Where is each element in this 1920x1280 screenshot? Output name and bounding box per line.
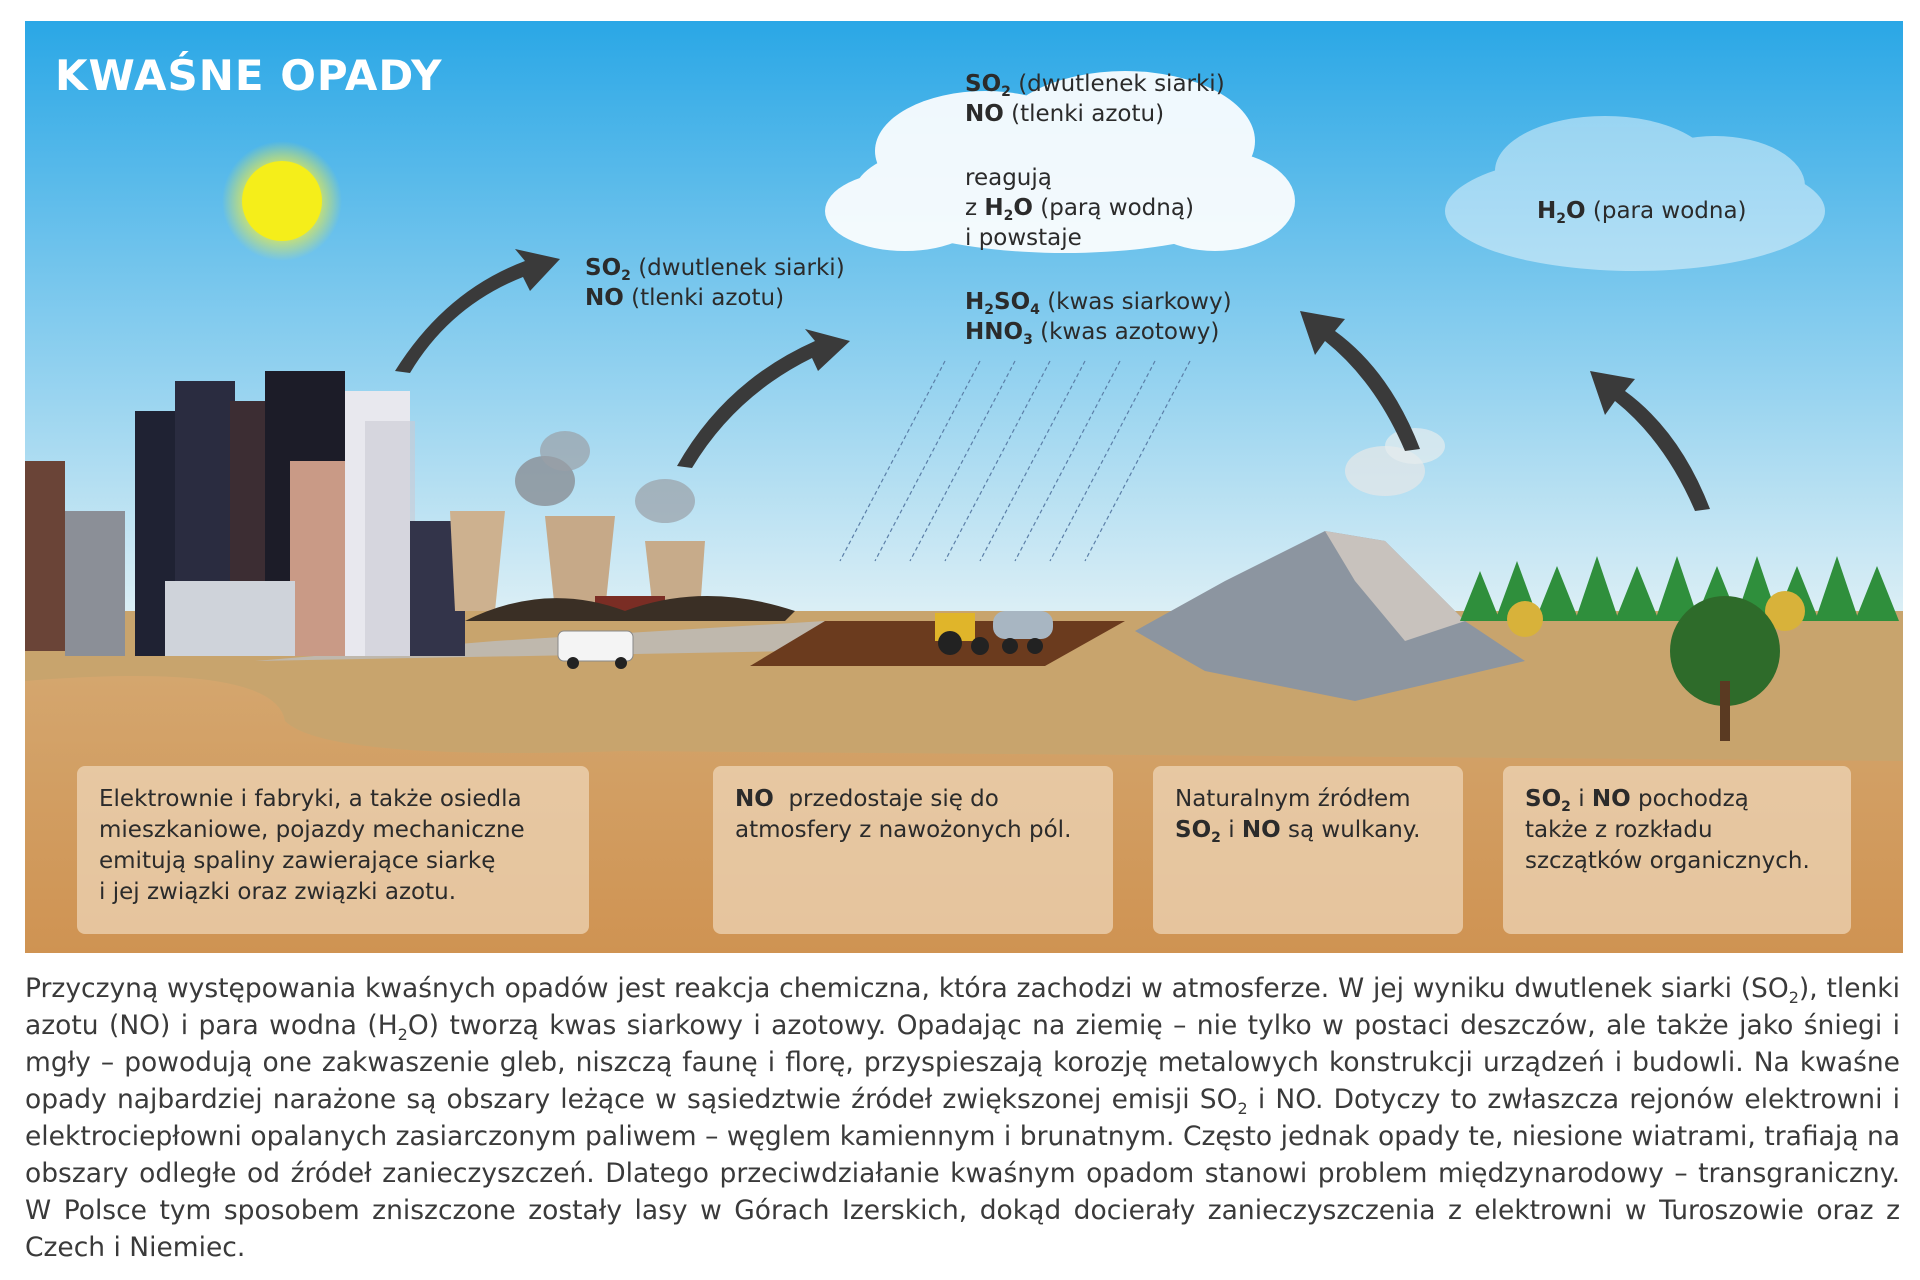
tractor-icon xyxy=(935,611,1053,655)
cloud-reaction-label: SO2 (dwutlenek siarki) NO (tlenki azotu)… xyxy=(965,71,1232,348)
page-title: KWAŚNE OPADY xyxy=(55,51,443,100)
cloud-right xyxy=(1445,116,1825,271)
info-box-organic: SO2 i NO pochodzą także z rozkładu szczą… xyxy=(1503,766,1851,934)
description-paragraph: Przyczyną występowania kwaśnych opadów j… xyxy=(25,973,1900,1263)
van-icon xyxy=(557,630,634,669)
emissions-label: SO2 (dwutlenek siarki) NO (tlenki azotu) xyxy=(585,255,845,311)
arrow-icon xyxy=(395,249,1710,511)
info-box-emissions: Elektrownie i fabryki, a także osiedla m… xyxy=(77,766,589,934)
info-box-fields: NO przedostaje się do atmosfery z nawożo… xyxy=(713,766,1113,934)
acid-rain-lines xyxy=(839,360,1191,562)
info-box-volcano: Naturalnym źródłem SO2 i NO są wulkany. xyxy=(1153,766,1463,934)
sun-icon xyxy=(222,141,342,261)
illustration: KWAŚNE OPADY SO2 (dwutlenek siarki) NO (… xyxy=(25,21,1903,953)
forest xyxy=(1460,556,1899,741)
cloud-left xyxy=(825,71,1295,253)
power-plant xyxy=(450,431,795,621)
water-vapor-label: H2O (para wodna) xyxy=(1537,198,1747,227)
